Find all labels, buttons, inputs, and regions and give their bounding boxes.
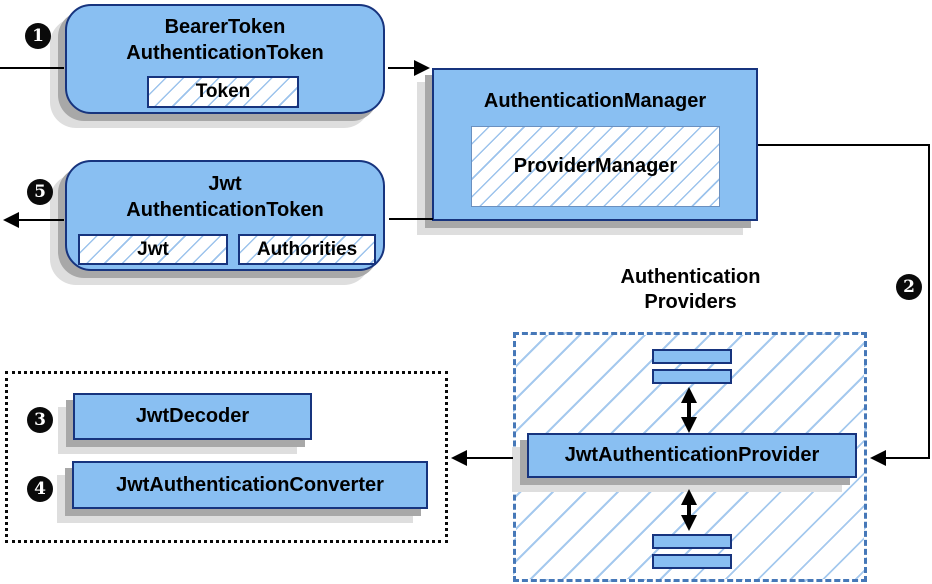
jwt-token-title-line2: AuthenticationToken <box>126 199 324 221</box>
jwt-decoder-label: JwtDecoder <box>135 405 250 427</box>
step-3-badge: 3 <box>27 407 53 433</box>
jwt-authentication-provider-label: JwtAuthenticationProvider <box>564 444 820 466</box>
step-2-badge: 2 <box>896 274 922 300</box>
authentication-manager-title: AuthenticationManager <box>483 90 707 112</box>
step-1-badge: 1 <box>25 23 51 49</box>
step-5-badge: 5 <box>27 179 53 205</box>
jwt-decoder-node: JwtDecoder <box>73 393 312 440</box>
provider-manager-node: ProviderManager <box>471 126 720 207</box>
jwt-authentication-provider-node: JwtAuthenticationProvider <box>527 433 857 478</box>
provider-placeholder-bar <box>652 554 732 569</box>
flow-token-to-manager-arrow <box>388 60 430 76</box>
authorities-chip: Authorities <box>238 234 376 265</box>
bearer-token-authentication-token-node: BearerToken AuthenticationToken Token <box>65 4 385 114</box>
jwt-token-title-line1: Jwt <box>208 173 242 195</box>
provider-placeholder-bar <box>652 369 732 384</box>
bearer-token-title-line1: BearerToken <box>164 16 286 38</box>
authentication-manager-node: AuthenticationManager ProviderManager <box>432 68 758 221</box>
jwt-authentication-converter-node: JwtAuthenticationConverter <box>72 461 428 509</box>
step-4-badge: 4 <box>27 476 53 502</box>
provider-placeholder-bar <box>652 349 732 364</box>
jwt-authentication-token-node: Jwt AuthenticationToken Jwt Authorities <box>65 160 385 271</box>
jwt-chip: Jwt <box>78 234 228 265</box>
provider-placeholder-bar <box>652 534 732 549</box>
flow-step5-outgoing-arrow <box>3 212 64 228</box>
flow-provider-to-helpers-arrow <box>451 450 513 466</box>
bearer-token-title-line2: AuthenticationToken <box>126 42 324 64</box>
jwt-authentication-converter-label: JwtAuthenticationConverter <box>116 473 384 496</box>
authentication-providers-label: Authentication Providers <box>620 266 761 313</box>
token-chip: Token <box>147 76 299 108</box>
